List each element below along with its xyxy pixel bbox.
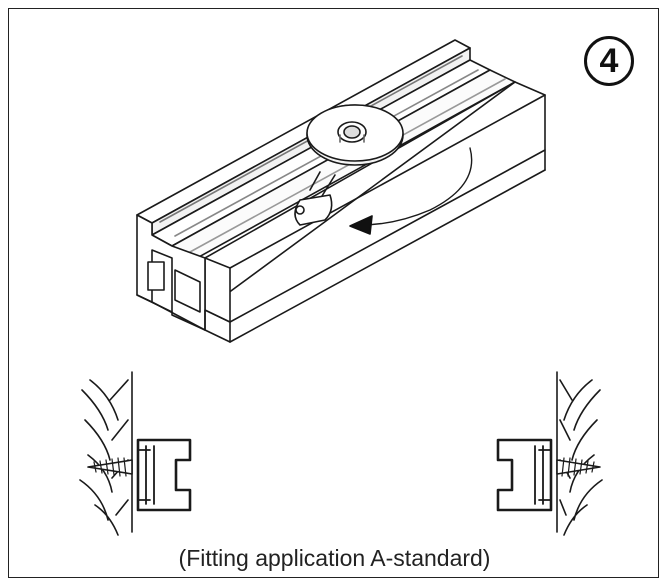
- step-number-badge: 4: [584, 36, 634, 86]
- right-wall-detail: [496, 371, 603, 536]
- rail-profile-drawing: [136, 39, 546, 343]
- figure-caption: (Fitting application A-standard): [178, 545, 491, 571]
- left-wall-detail: [79, 371, 192, 536]
- step-number: 4: [599, 42, 619, 80]
